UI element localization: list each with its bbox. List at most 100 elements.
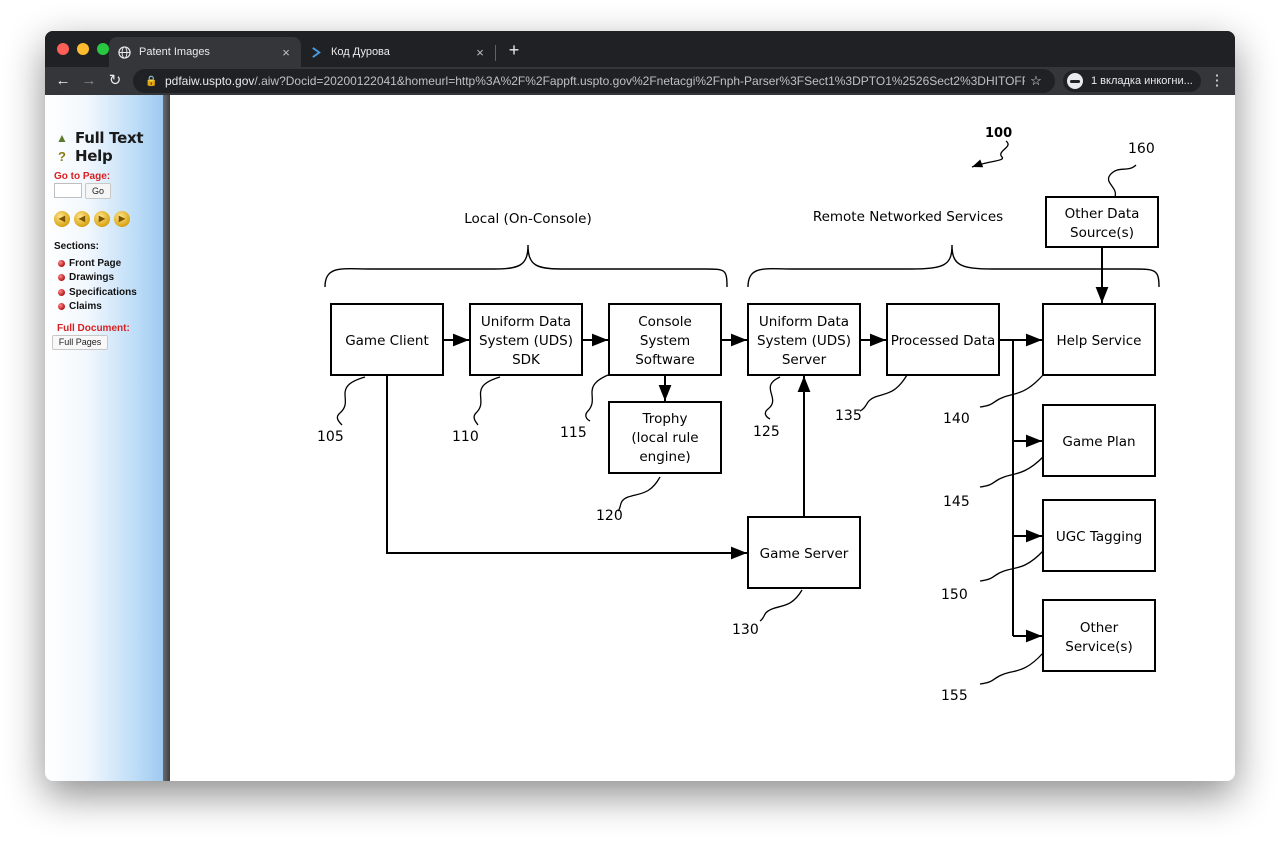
incognito-icon: [1067, 73, 1083, 89]
leader-150: [979, 550, 1044, 582]
ref-number: 140: [943, 411, 970, 427]
help-link[interactable]: ? Help: [55, 147, 113, 165]
box-label: Source(s): [1070, 225, 1134, 241]
question-mark-icon: ?: [58, 148, 66, 164]
box-label: Game Plan: [1062, 434, 1135, 450]
box-game-client: [330, 303, 444, 376]
box-label: SDK: [512, 352, 541, 368]
tab-strip: Patent Images × Код Дурова × +: [45, 31, 1235, 67]
address-bar[interactable]: 🔒 pdfaiw.uspto.gov/.aiw?Docid=2020012204…: [133, 69, 1055, 93]
forward-arrow-icon[interactable]: →: [81, 72, 97, 89]
tab-separator: [495, 45, 496, 61]
ref-number: 115: [560, 425, 587, 441]
go-button[interactable]: Go: [85, 183, 111, 199]
chevron-right-icon: [312, 46, 321, 58]
leader-140: [979, 374, 1044, 408]
section-specifications[interactable]: Specifications: [58, 285, 137, 300]
box-label: Game Server: [760, 546, 849, 562]
section-claims[interactable]: Claims: [58, 300, 137, 315]
up-arrow-icon: ▲: [56, 131, 68, 145]
leader-160: [1107, 164, 1137, 198]
leader-135: [859, 374, 908, 412]
page-number-input[interactable]: [54, 183, 82, 198]
box-label: Other Data: [1065, 206, 1140, 222]
box-label: Processed Data: [891, 333, 996, 349]
figure-number: 100: [985, 126, 1012, 141]
figure-leader-line: [971, 140, 1009, 168]
leader-105: [336, 376, 366, 426]
section-front-page[interactable]: Front Page: [58, 256, 137, 271]
leader-155: [979, 652, 1044, 685]
section-label: Front Page: [69, 257, 122, 269]
box-label: (local rule: [631, 430, 698, 446]
bullet-icon: [58, 274, 65, 282]
box-label: Other: [1080, 620, 1119, 636]
back-arrow-icon[interactable]: ←: [55, 72, 71, 89]
box-ugc-tagging: [1042, 499, 1156, 572]
kebab-menu-icon[interactable]: ⋮: [1209, 72, 1225, 89]
patent-sidebar: ▲ Full Text ? Help Go to Page: Go ◀ ◀ ▶ …: [45, 95, 163, 781]
box-other-data-source: [1045, 196, 1159, 248]
ref-number: 105: [317, 429, 344, 445]
url-host: pdfaiw.uspto.gov: [165, 74, 255, 88]
full-pages-button[interactable]: Full Pages: [52, 335, 108, 350]
brace-local: [324, 244, 728, 288]
bullet-icon: [58, 259, 65, 267]
box-help-service: [1042, 303, 1156, 376]
leader-120: [617, 476, 661, 512]
url-text[interactable]: pdfaiw.uspto.gov/.aiw?Docid=20200122041&…: [165, 74, 1025, 88]
ref-number: 135: [835, 408, 862, 424]
page-content: ▲ Full Text ? Help Go to Page: Go ◀ ◀ ▶ …: [45, 95, 1235, 781]
box-label: Service(s): [1065, 639, 1132, 655]
box-label: System: [640, 333, 690, 349]
bullet-icon: [58, 288, 65, 296]
close-tab-icon[interactable]: ×: [282, 44, 290, 60]
box-label: Server: [782, 352, 827, 368]
leader-110: [473, 376, 501, 426]
section-label: Drawings: [69, 272, 115, 284]
patent-drawing-frame: 100 Local (On-Console) Remote Networked …: [170, 95, 1235, 781]
full-document-label: Full Document:: [57, 323, 130, 334]
full-text-link[interactable]: ▲ Full Text: [55, 129, 144, 147]
box-other-services: [1042, 599, 1156, 672]
box-label: Trophy: [642, 411, 688, 427]
minimize-window-button[interactable]: [77, 43, 89, 55]
ref-number: 110: [452, 429, 479, 445]
new-tab-button[interactable]: +: [508, 40, 520, 60]
leader-145: [979, 456, 1044, 488]
ref-number: 155: [941, 688, 968, 704]
next-page-icon[interactable]: ▶: [94, 211, 110, 227]
group-label-remote: Remote Networked Services: [813, 209, 1003, 225]
first-page-icon[interactable]: ◀: [54, 211, 70, 227]
ref-number: 160: [1128, 141, 1155, 157]
previous-page-icon[interactable]: ◀: [74, 211, 90, 227]
ref-number: 125: [753, 424, 780, 440]
tab-patent-images[interactable]: Patent Images ×: [109, 37, 301, 67]
section-label: Specifications: [69, 286, 137, 298]
tab-kod-durova[interactable]: Код Дурова ×: [301, 37, 495, 67]
bullet-icon: [58, 303, 65, 311]
browser-toolbar: ← → ↻ 🔒 pdfaiw.uspto.gov/.aiw?Docid=2020…: [45, 67, 1235, 95]
box-label: Uniform Data: [481, 314, 571, 330]
close-tab-icon[interactable]: ×: [476, 44, 484, 60]
maximize-window-button[interactable]: [97, 43, 109, 55]
ref-number: 150: [941, 587, 968, 603]
reload-icon[interactable]: ↻: [108, 72, 122, 89]
box-label: Software: [635, 352, 695, 368]
leader-130: [759, 589, 803, 622]
full-text-label: Full Text: [75, 129, 144, 147]
frame-divider[interactable]: [163, 95, 170, 781]
ref-number: 145: [943, 494, 970, 510]
incognito-indicator[interactable]: 1 вкладка инкогни...: [1063, 70, 1201, 92]
sections-label: Sections:: [54, 241, 100, 252]
star-icon[interactable]: ☆: [1030, 73, 1042, 88]
url-path: /.aiw?Docid=20200122041&homeurl=http%3A%…: [254, 74, 1025, 88]
box-label: Uniform Data: [759, 314, 849, 330]
tab-title: Patent Images: [139, 46, 210, 58]
go-to-page-label: Go to Page:: [54, 171, 111, 182]
close-window-button[interactable]: [57, 43, 69, 55]
browser-window: Patent Images × Код Дурова × + ← → ↻ 🔒 p…: [45, 31, 1235, 781]
sections-list: Front Page Drawings Specifications Claim…: [58, 256, 137, 314]
section-drawings[interactable]: Drawings: [58, 271, 137, 286]
last-page-icon[interactable]: ▶: [114, 211, 130, 227]
